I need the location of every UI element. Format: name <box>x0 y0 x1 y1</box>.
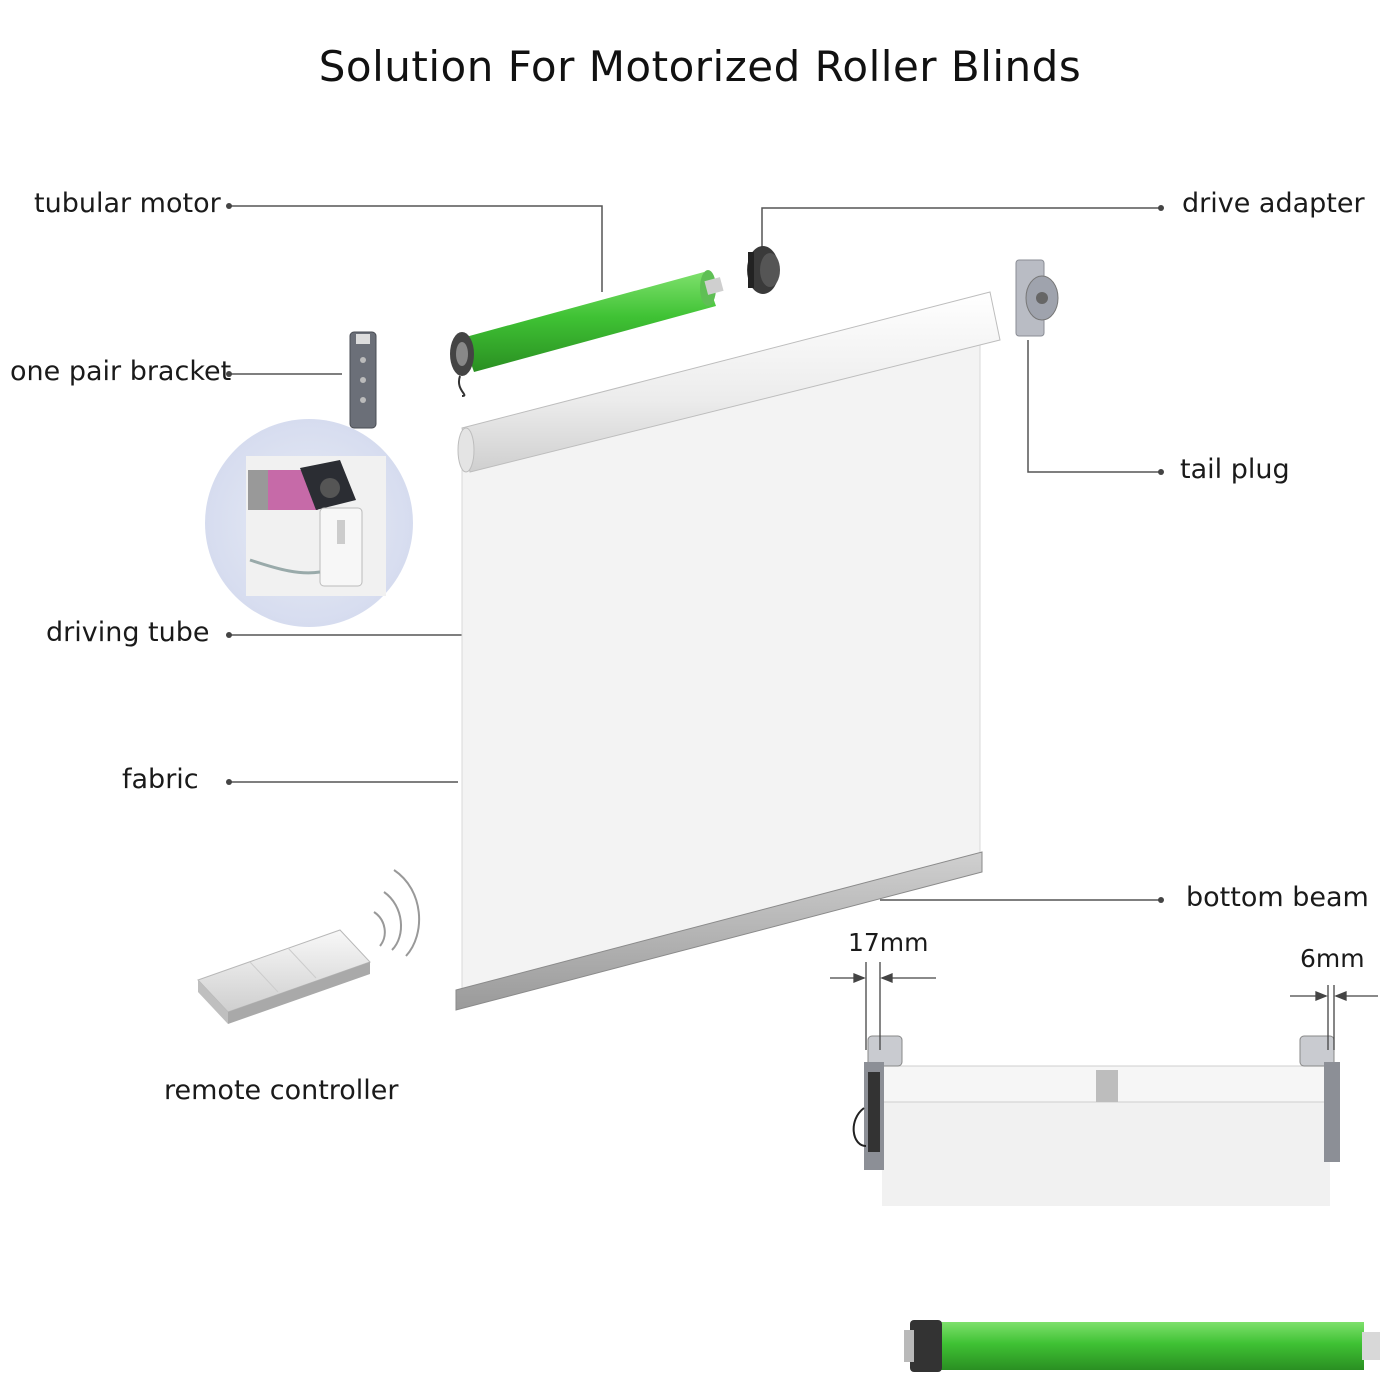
leader-tail-plug <box>1027 340 1160 473</box>
dimension-left-gap: 17mm <box>848 928 929 957</box>
leader-tubular-motor <box>230 205 603 292</box>
remote-controller-part <box>197 869 421 1024</box>
bottom-tubular-motor <box>904 1320 1380 1372</box>
tubular-motor-part <box>450 270 724 397</box>
drive-adapter-part <box>747 246 780 294</box>
tail-plug-part <box>1015 259 1059 337</box>
label-tubular-motor: tubular motor <box>34 188 221 219</box>
bottom-beam-bar <box>455 851 983 1011</box>
driving-tube-detail <box>205 419 413 627</box>
leader-drive-adapter <box>761 207 1160 262</box>
label-driving-tube: driving tube <box>46 617 210 648</box>
leader-lines <box>230 205 1160 901</box>
label-one-pair-bracket: one pair bracket <box>10 356 232 387</box>
diagram-title: Solution For Motorized Roller Blinds <box>318 42 1082 91</box>
label-fabric: fabric <box>122 764 199 795</box>
label-bottom-beam: bottom beam <box>1186 882 1369 913</box>
label-drive-adapter: drive adapter <box>1182 188 1365 219</box>
label-tail-plug: tail plug <box>1180 454 1290 485</box>
bracket-part <box>349 331 377 429</box>
installed-assembly <box>852 1035 1340 1206</box>
label-remote-controller: remote controller <box>164 1075 399 1106</box>
dimension-markers <box>830 962 1378 1050</box>
leader-dots <box>226 203 1164 903</box>
dimension-right-gap: 6mm <box>1300 944 1365 973</box>
